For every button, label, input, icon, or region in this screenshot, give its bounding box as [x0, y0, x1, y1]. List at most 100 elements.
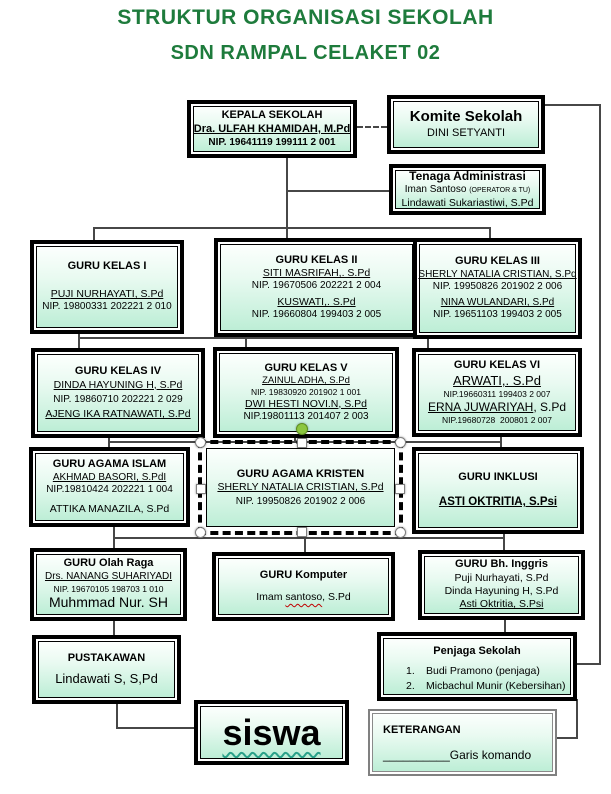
resize-handle-left[interactable] [196, 483, 206, 494]
person-name: SHERLY NATALIA CRISTIAN, S.Pd [418, 268, 577, 280]
connector-kepala-komite-dashed [357, 126, 387, 128]
org-box-guru-agama-islam[interactable]: GURU AGAMA ISLAM AKHMAD BASORI, S.PdI NI… [29, 447, 190, 527]
connector-bus-row1 [93, 227, 491, 229]
person-nip: NIP. 19800331 202221 2 010 [42, 301, 172, 313]
box-title: GURU AGAMA KRISTEN [236, 468, 365, 481]
box-title: Tenaga Administrasi [409, 169, 526, 184]
connector-stub-kelas5 [245, 336, 247, 348]
list-text: Budi Pramono (penjaga) [426, 664, 540, 677]
name-part: Imam [256, 590, 286, 603]
org-box-guru-kelas-6[interactable]: GURU KELAS VI ARWATI,. S.Pd NIP.19660311… [412, 348, 582, 437]
box-title: Komite Sekolah [409, 108, 523, 126]
resize-handle-bottom-right[interactable] [395, 527, 406, 538]
person-name: ASTI OKTRITIA, S.Psi [438, 496, 558, 509]
resize-handle-top-right[interactable] [395, 437, 406, 448]
connector-olahraga-pustakawan [113, 620, 115, 635]
connector-stub-inggris [503, 534, 505, 550]
person-name: SITI MASRIFAH,. S.Pd [262, 267, 371, 280]
person-name: NINA WULANDARI, S.Pd [440, 296, 555, 308]
connector-penjaga-down [576, 699, 578, 739]
connector-inggris-penjaga [504, 620, 506, 632]
person-nip: NIP. 19950826 201902 2 006 [235, 495, 366, 507]
page-title-line1: STRUKTUR ORGANISASI SEKOLAH [117, 6, 494, 29]
box-title: GURU Komputer [259, 569, 348, 582]
page-title-line2: SDN RAMPAL CELAKET 02 [170, 42, 441, 64]
resize-handle-bottom-left[interactable] [195, 527, 206, 538]
name-underlined: ERNA JUWARIYAH [427, 400, 534, 414]
person-name: Imam santoso, S.Pd [256, 591, 351, 604]
person-name: SHERLY NATALIA CRISTIAN, S.Pd [217, 481, 384, 494]
person-nip: NIP. 19670105 198703 1 010 [53, 583, 164, 594]
person-nip: NIP.19810424 202221 1 004 [46, 484, 173, 496]
person-name: Iman Santoso (OPERATOR & TU) [405, 184, 531, 197]
person-name: AJENG IKA RATNAWATI, S.Pd [45, 408, 191, 421]
org-box-guru-kelas-3[interactable]: GURU KELAS III SHERLY NATALIA CRISTIAN, … [413, 238, 582, 339]
org-box-guru-agama-kristen-selected[interactable]: GURU AGAMA KRISTEN SHERLY NATALIA CRISTI… [195, 423, 406, 538]
person-nip: NIP.19680728 200801 2 007 [442, 415, 552, 425]
org-box-komite-sekolah[interactable]: Komite Sekolah DINI SETYANTI [387, 95, 545, 154]
misspelled-word: santoso [285, 590, 323, 603]
org-box-kepala-sekolah[interactable]: KEPALA SEKOLAH Dra. ULFAH KHAMIDAH, M.Pd… [187, 100, 357, 158]
box-title: GURU KELAS V [264, 361, 348, 374]
connector-stub-kelas4 [78, 333, 80, 348]
org-box-guru-kelas-5[interactable]: GURU KELAS V ZAINUL ADHA, S.Pd NIP. 1983… [213, 347, 399, 438]
resize-handle-right[interactable] [395, 483, 405, 494]
org-box-guru-olah-raga[interactable]: GURU Olah Raga Drs. NANANG SUHARIYADI NI… [30, 548, 187, 621]
person-nip: NIP. 19670506 202221 2 004 [251, 280, 382, 292]
connector-bus-row4 [113, 537, 505, 539]
connector-stub-komputer [304, 535, 306, 552]
person-nip: NIP.19801113 201407 2 003 [243, 410, 369, 422]
list-number: 2. [406, 679, 415, 692]
person-name: DWI HESTI NOVI.N, S.Pd [245, 397, 367, 410]
connector-to-keterangan [556, 737, 578, 739]
resize-handle-bottom[interactable] [296, 527, 307, 537]
box-title: siswa [222, 711, 321, 753]
org-box-guru-bh-inggris[interactable]: GURU Bh. Inggris Puji Nurhayati, S.Pd Di… [418, 550, 585, 620]
org-box-guru-komputer[interactable]: GURU Komputer Imam santoso, S.Pd [212, 552, 395, 621]
legend-box-keterangan[interactable]: KETERANGAN __________Garis komando [368, 709, 557, 776]
person-name: ERNA JUWARIYAH, S.Pd [428, 400, 566, 415]
box-title: GURU KELAS I [67, 260, 147, 273]
box-title: GURU KELAS VI [453, 359, 541, 372]
org-box-guru-kelas-2[interactable]: GURU KELAS II SITI MASRIFAH,. S.Pd NIP. … [214, 238, 419, 337]
org-box-pustakawan[interactable]: PUSTAKAWAN Lindawati S, S,Pd [32, 635, 181, 704]
box-title: KEPALA SEKOLAH [221, 109, 323, 121]
box-title: GURU Bh. Inggris [455, 558, 548, 571]
connector-stub-kelas6 [427, 338, 429, 348]
box-title: GURU KELAS II [275, 253, 358, 266]
legend-entry: __________Garis komando [383, 748, 531, 763]
legend-title: KETERANGAN [383, 724, 461, 737]
person-name: DINDA HAYUNING H, S.Pd [53, 378, 183, 391]
org-box-penjaga-sekolah[interactable]: Penjaga Sekolah 1.Budi Pramono (penjaga)… [377, 632, 577, 701]
connector-bus-row2 [78, 337, 429, 339]
person-nip: NIP. 19830920 201902 1 001 [251, 387, 361, 398]
person-name: AKHMAD BASORI, S.PdI [52, 471, 167, 483]
person-name: ZAINUL ADHA, S.Pd [262, 375, 350, 387]
person-name: Dra. ULFAH KHAMIDAH, M.Pd [193, 122, 351, 135]
org-box-tenaga-administrasi[interactable]: Tenaga Administrasi Iman Santoso (OPERAT… [389, 164, 546, 215]
connector-komite-right-h [545, 104, 601, 106]
org-box-guru-kelas-1[interactable]: GURU KELAS I PUJI NURHAYATI, S.Pd NIP. 1… [30, 240, 184, 334]
person-name: Dinda Hayuning H, S.Pd [444, 585, 559, 598]
person-nip: NIP. 19660804 199403 2 005 [251, 309, 382, 320]
person-name: Asti Oktritia, S.Psi [459, 598, 544, 611]
org-box-guru-kelas-4[interactable]: GURU KELAS IV DINDA HAYUNING H, S.Pd NIP… [31, 348, 205, 438]
connector-right-vertical [599, 104, 601, 665]
person-name: Puji Nurhayati, S.Pd [454, 572, 549, 585]
person-nip: NIP. 19860710 202221 2 029 [53, 393, 183, 405]
org-box-siswa[interactable]: siswa [194, 700, 349, 765]
org-box-guru-inklusi[interactable]: GURU INKLUSI ASTI OKTRITIA, S.Psi [412, 447, 584, 534]
connector-penjaga-right-h [577, 663, 601, 665]
person-name: ATTIKA MANAZILA, S.Pd [49, 502, 170, 515]
resize-handle-top-left[interactable] [195, 437, 206, 448]
rotation-handle[interactable] [295, 423, 308, 435]
box-title: GURU KELAS III [455, 255, 540, 268]
box-title: GURU KELAS IV [74, 364, 162, 377]
connector-stub-kelas1 [93, 227, 95, 240]
person-name: Drs. NANANG SUHARIYADI [44, 571, 173, 583]
resize-handle-top[interactable] [296, 438, 307, 448]
person-name: PUJI NURHAYATI, S.Pd [50, 288, 164, 301]
box-title: PUSTAKAWAN [67, 652, 146, 664]
name-suffix: , S.Pd [533, 400, 567, 414]
